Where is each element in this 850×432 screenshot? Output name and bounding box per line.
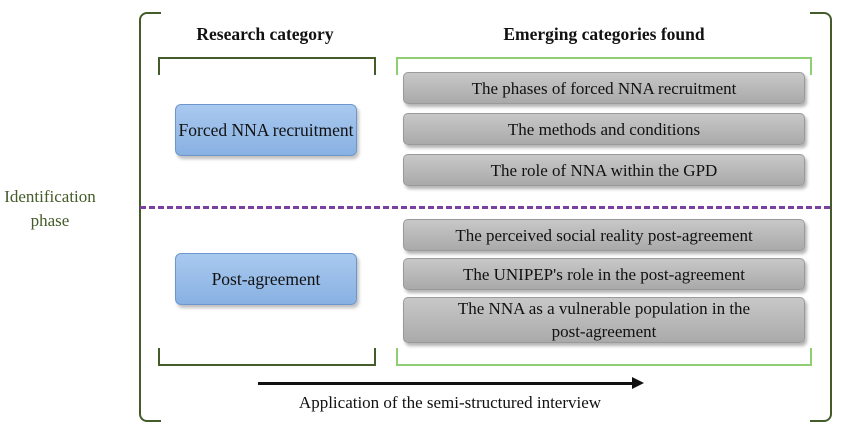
research-top-bracket (158, 57, 376, 75)
emerging-bottom-bracket (396, 348, 812, 366)
research-category-box: Post-agreement (175, 253, 357, 305)
emerging-top-bracket (396, 57, 812, 75)
research-category-header: Research category (196, 24, 334, 44)
interview-caption: Application of the semi-structured inter… (298, 393, 602, 412)
emerging-category-box: The NNA as a vulnerable population in th… (403, 297, 805, 343)
timeline-arrow-line (258, 382, 634, 385)
outer-left-bracket (139, 12, 161, 422)
emerging-category-box: The methods and conditions (403, 113, 805, 145)
outer-right-bracket (810, 12, 832, 422)
emerging-category-box: The perceived social reality post-agreem… (403, 219, 805, 251)
emerging-categories-header: Emerging categories found (503, 24, 705, 44)
phase-label: Identification phase (4, 187, 96, 230)
emerging-category-box: The UNIPEP's role in the post-agreement (403, 258, 805, 290)
research-category-box: Forced NNA recruitment (175, 104, 357, 156)
timeline-arrow-head (632, 377, 644, 389)
research-bottom-bracket (158, 348, 376, 366)
phase-divider (140, 206, 830, 209)
emerging-category-box: The role of NNA within the GPD (403, 154, 805, 186)
emerging-category-box: The phases of forced NNA recruitment (403, 72, 805, 104)
